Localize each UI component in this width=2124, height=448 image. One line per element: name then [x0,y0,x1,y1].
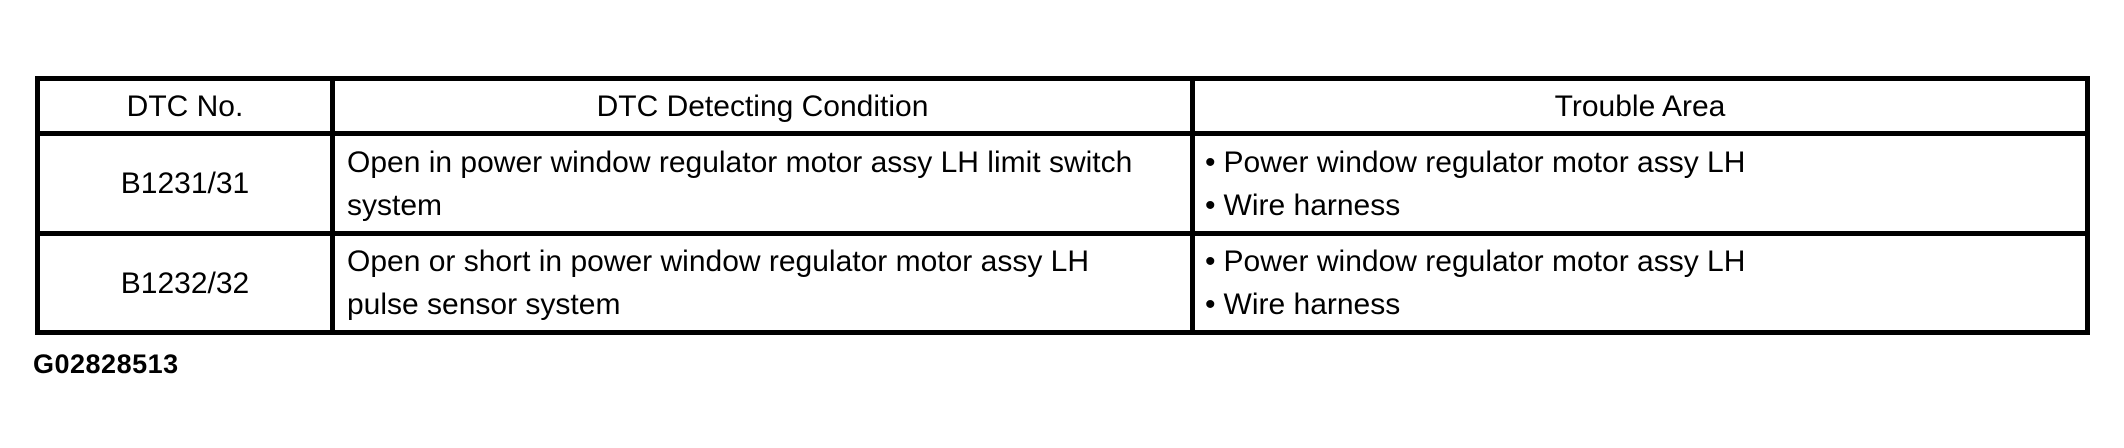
trouble-area-cell: • Power window regulator motor assy LH •… [1190,131,2090,236]
table-row: B1231/31 Open in power window regulator … [35,131,2090,236]
dtc-no-value: B1232/32 [35,231,335,335]
trouble-area-text: Wire harness [1223,188,1401,222]
column-header-detecting-condition: DTC Detecting Condition [330,76,1195,136]
trouble-area-text: Power window regulator motor assy LH [1223,145,1746,179]
condition-line: system [347,188,443,222]
table-header-row: DTC No. DTC Detecting Condition Trouble … [35,76,2090,136]
bullet-icon: • [1205,288,1216,321]
dtc-condition-cell: Open in power window regulator motor ass… [330,131,1195,236]
table-row: B1232/32 Open or short in power window r… [35,231,2090,335]
trouble-area-item: • Wire harness [1205,184,2077,227]
trouble-area-item: • Power window regulator motor assy LH [1205,240,2077,283]
figure-id: G02828513 [33,349,179,379]
trouble-area-item: • Power window regulator motor assy LH [1205,141,2077,184]
dtc-table: DTC No. DTC Detecting Condition Trouble … [35,76,2090,335]
dtc-condition-cell: Open or short in power window regulator … [330,231,1195,335]
bullet-icon: • [1205,188,1216,222]
condition-line: Open in power window regulator motor ass… [347,145,1133,179]
condition-line: pulse sensor system [347,288,621,321]
condition-line: Open or short in power window regulator … [347,245,1090,278]
trouble-area-text: Wire harness [1223,288,1401,321]
trouble-area-cell: • Power window regulator motor assy LH •… [1190,231,2090,335]
trouble-area-item: • Wire harness [1205,283,2077,326]
trouble-area-text: Power window regulator motor assy LH [1223,245,1746,278]
column-header-dtc-no: DTC No. [35,76,335,136]
bullet-icon: • [1205,145,1216,179]
bullet-icon: • [1205,245,1216,278]
dtc-no-value: B1231/31 [35,131,335,236]
column-header-trouble-area: Trouble Area [1190,76,2090,136]
